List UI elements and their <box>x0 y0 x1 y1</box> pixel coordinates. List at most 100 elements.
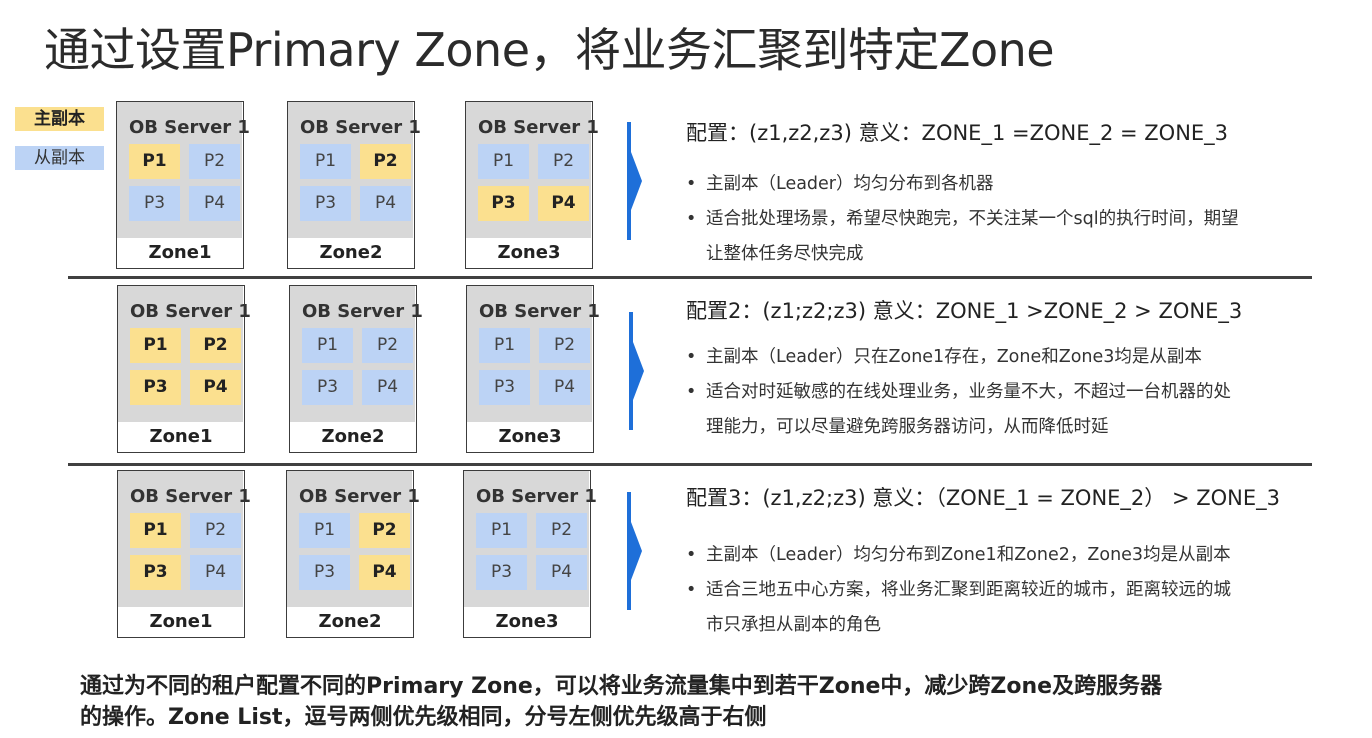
config-title: 配置2：(z1;z2;z3) 意义：ZONE_1 >ZONE_2 > ZONE_… <box>686 299 1243 323</box>
bullet-continuation: 理能力，可以尽量避免跨服务器访问，从而降低时延 <box>706 417 1109 437</box>
partition-p1-leader: P1 <box>130 328 181 363</box>
server-title: OB Server 1 <box>479 301 600 322</box>
footer-line-2: 的操作。Zone List，逗号两侧优先级相同，分号左侧优先级高于右侧 <box>80 705 767 730</box>
partition-p2-follower: P2 <box>536 513 587 548</box>
bullet-dot: • <box>686 174 697 194</box>
partition-p4-follower: P4 <box>539 370 590 405</box>
bullet-dot: • <box>686 347 697 367</box>
zone-label: Zone3 <box>498 426 562 447</box>
partition-p2-follower: P2 <box>190 513 241 548</box>
partition-p4-leader: P4 <box>359 555 410 590</box>
partition-p4-follower: P4 <box>190 555 241 590</box>
zone-label: Zone1 <box>148 242 212 263</box>
server-title: OB Server 1 <box>302 301 423 322</box>
bullet-item: • 适合三地五中心方案，将业务汇聚到距离较近的城市，距离较远的城 <box>686 576 1231 601</box>
partition-p3-leader: P3 <box>130 370 181 405</box>
row-divider <box>68 276 1312 279</box>
right-arrow-icon <box>627 122 642 240</box>
partition-p4-follower: P4 <box>362 370 413 405</box>
bullet-text: 适合批处理场景，希望尽快跑完，不关注某一个sql的执行时间，期望 <box>706 209 1239 229</box>
right-arrow-icon <box>627 492 642 610</box>
partition-p2-follower: P2 <box>539 328 590 363</box>
bullet-continuation: 市只承担从副本的角色 <box>706 615 881 635</box>
server-title: OB Server 1 <box>476 486 597 507</box>
server-title: OB Server 1 <box>478 117 599 138</box>
server-title: OB Server 1 <box>130 301 251 322</box>
zone-label: Zone1 <box>149 426 213 447</box>
partition-p1-leader: P1 <box>129 144 180 179</box>
partition-p1-follower: P1 <box>302 328 353 363</box>
partition-p4-follower: P4 <box>536 555 587 590</box>
bullet-text: 适合对时延敏感的在线处理业务，业务量不大，不超过一台机器的处 <box>706 382 1231 402</box>
partition-p1-follower: P1 <box>300 144 351 179</box>
partition-p4-follower: P4 <box>360 186 411 221</box>
bullet-dot: • <box>686 580 697 600</box>
server-title: OB Server 1 <box>130 486 251 507</box>
partition-p3-follower: P3 <box>299 555 350 590</box>
partition-p1-follower: P1 <box>299 513 350 548</box>
partition-p3-follower: P3 <box>476 555 527 590</box>
server-title: OB Server 1 <box>299 486 420 507</box>
partition-p3-follower: P3 <box>479 370 530 405</box>
bullet-dot: • <box>686 382 697 402</box>
right-arrow-icon <box>629 312 644 430</box>
bullet-item: • 主副本（Leader）均匀分布到各机器 <box>686 170 994 195</box>
bullet-dot: • <box>686 209 697 229</box>
legend-follower: 从副本 <box>15 146 104 170</box>
partition-p4-leader: P4 <box>538 186 589 221</box>
bullet-item: • 主副本（Leader）只在Zone1存在，Zone和Zone3均是从副本 <box>686 343 1202 368</box>
bullet-dot: • <box>686 545 697 565</box>
footer-line-1: 通过为不同的租户配置不同的Primary Zone，可以将业务流量集中到若干Zo… <box>80 674 1163 699</box>
partition-p4-follower: P4 <box>189 186 240 221</box>
partition-p3-follower: P3 <box>300 186 351 221</box>
zone-label: Zone2 <box>319 242 383 263</box>
partition-p3-leader: P3 <box>130 555 181 590</box>
page-title: 通过设置Primary Zone，将业务汇聚到特定Zone <box>44 23 1055 77</box>
bullet-item: • 适合批处理场景，希望尽快跑完，不关注某一个sql的执行时间，期望 <box>686 205 1239 230</box>
partition-p1-follower: P1 <box>478 144 529 179</box>
bullet-text: 主副本（Leader）均匀分布到各机器 <box>706 174 994 194</box>
config-title: 配置：(z1,z2,z3) 意义：ZONE_1 =ZONE_2 = ZONE_3 <box>686 121 1229 145</box>
partition-p1-leader: P1 <box>130 513 181 548</box>
partition-p2-leader: P2 <box>360 144 411 179</box>
bullet-item: • 主副本（Leader）均匀分布到Zone1和Zone2，Zone3均是从副本 <box>686 541 1231 566</box>
server-title: OB Server 1 <box>129 117 250 138</box>
zone-label: Zone2 <box>321 426 385 447</box>
partition-p2-leader: P2 <box>359 513 410 548</box>
config-title: 配置3：(z1,z2;z3) 意义：（ZONE_1 = ZONE_2） > ZO… <box>686 486 1280 510</box>
bullet-item: • 适合对时延敏感的在线处理业务，业务量不大，不超过一台机器的处 <box>686 378 1231 403</box>
partition-p4-leader: P4 <box>190 370 241 405</box>
partition-p3-leader: P3 <box>478 186 529 221</box>
bullet-text: 主副本（Leader）均匀分布到Zone1和Zone2，Zone3均是从副本 <box>706 545 1231 565</box>
partition-p2-leader: P2 <box>190 328 241 363</box>
partition-p2-follower: P2 <box>189 144 240 179</box>
partition-p2-follower: P2 <box>538 144 589 179</box>
server-title: OB Server 1 <box>300 117 421 138</box>
legend-leader: 主副本 <box>15 107 104 131</box>
bullet-text: 适合三地五中心方案，将业务汇聚到距离较近的城市，距离较远的城 <box>706 580 1231 600</box>
bullet-text: 主副本（Leader）只在Zone1存在，Zone和Zone3均是从副本 <box>706 347 1202 367</box>
zone-label: Zone3 <box>495 611 559 632</box>
bullet-continuation: 让整体任务尽快完成 <box>706 244 864 264</box>
zone-label: Zone1 <box>149 611 213 632</box>
row-divider <box>68 463 1312 466</box>
partition-p2-follower: P2 <box>362 328 413 363</box>
partition-p3-follower: P3 <box>302 370 353 405</box>
